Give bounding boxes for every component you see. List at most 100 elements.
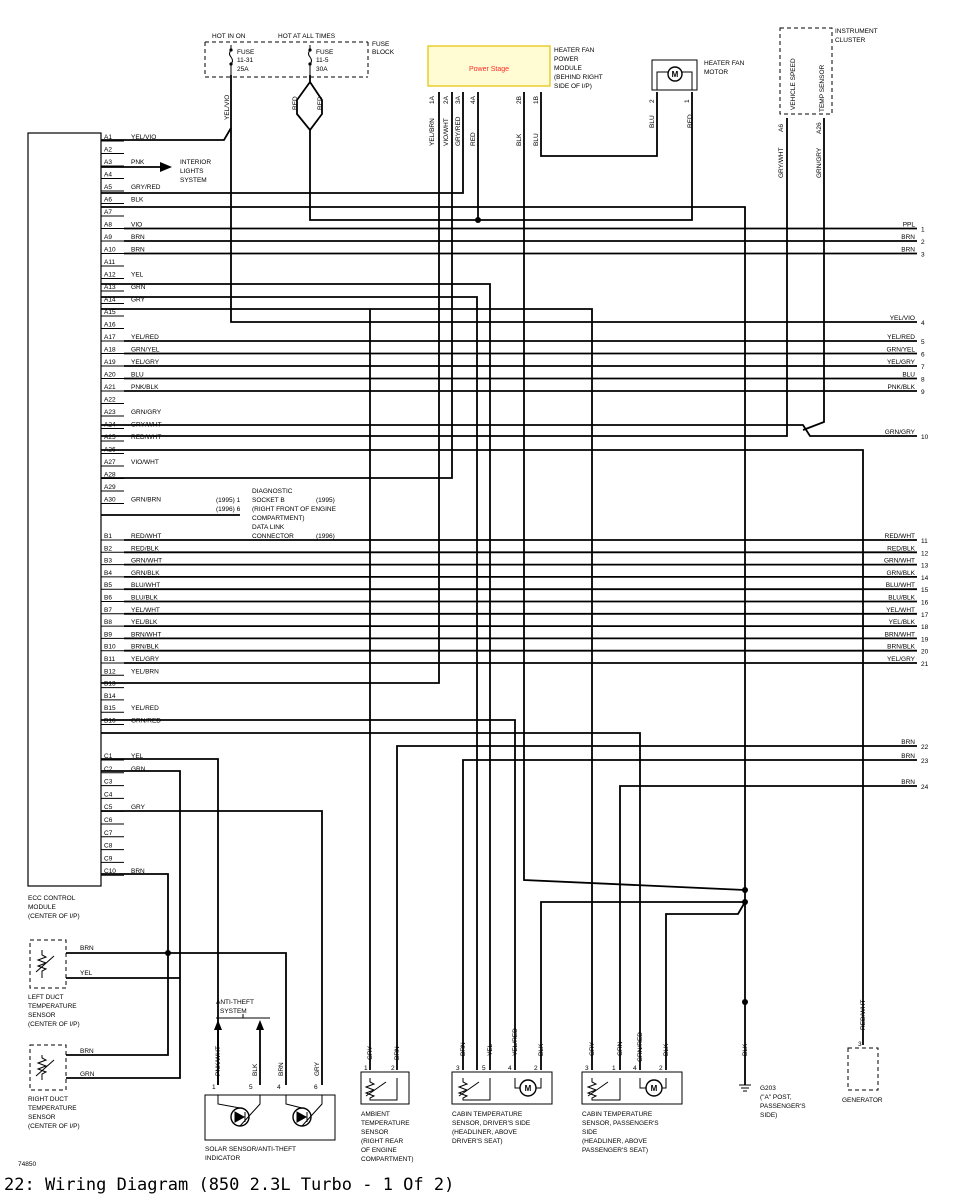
reference-wire-label: GRN/WHT xyxy=(884,558,915,565)
right-duct-wire-brn: BRN xyxy=(80,1048,94,1055)
power-stage-label: Power Stage xyxy=(469,66,509,73)
cabin-driver-title-2: SENSOR, DRIVER'S SIDE xyxy=(452,1120,531,1127)
power-module-title-2: POWER xyxy=(554,56,579,63)
ecc-pin-label: B9 xyxy=(104,631,112,638)
cluster-title-1: INSTRUMENT xyxy=(835,28,878,35)
cluster-wire-gry-wht: GRY/WHT xyxy=(778,147,785,178)
cabin-driver-wire-yel-red: YEL/RED xyxy=(512,1028,519,1056)
ecc-pin-wire-label: BRN xyxy=(131,247,145,254)
reference-number: 13 xyxy=(921,563,929,570)
ecc-pin-label: B3 xyxy=(104,558,112,565)
ecc-pin-label: C10 xyxy=(104,868,116,875)
ecc-pin-label: C9 xyxy=(104,855,113,862)
generator-wire: RED/WHT xyxy=(860,1000,867,1030)
ecc-pin-label: A12 xyxy=(104,272,116,279)
fuse-left-wire-label: YEL/VIO xyxy=(224,95,231,120)
reference-wire-label: GRN/GRY xyxy=(885,429,916,436)
ecc-pin-wire-label: GRN/BLK xyxy=(131,570,160,577)
power-stage-wire: GRY/RED xyxy=(455,116,462,146)
reference-number: 19 xyxy=(921,636,929,643)
cluster-title-2: CLUSTER xyxy=(835,37,866,44)
ecc-pin-label: A17 xyxy=(104,334,116,341)
power-module-title-1: HEATER FAN xyxy=(554,47,595,54)
ecc-pin-wire-label: BLU/WHT xyxy=(131,582,160,589)
ecc-module-title-1: ECC CONTROL xyxy=(28,895,76,902)
cabin-driver-pin-5: 5 xyxy=(482,1065,486,1072)
reference-number: 15 xyxy=(921,587,929,594)
reference-number: 14 xyxy=(921,575,929,582)
reference-wire-label: YEL/WHT xyxy=(886,607,915,614)
cabin-pass-wire-grn-red: GRN/RED xyxy=(637,1032,644,1062)
ecc-pin-label: B2 xyxy=(104,545,112,552)
cabin-pass-wire-blk: BLK xyxy=(663,1043,670,1056)
interior-lights-3: SYSTEM xyxy=(180,177,207,184)
wire-grn-gry-cluster xyxy=(101,118,917,437)
ecc-pin-label: A28 xyxy=(104,472,116,479)
ecc-pin-wire-label: YEL/VIO xyxy=(131,134,156,141)
ecc-pin-label: B16 xyxy=(104,718,116,725)
fuse-red-wire-label-a: RED xyxy=(292,96,299,110)
anti-theft-title-2: SYSTEM xyxy=(220,1008,247,1015)
wire-red-wht-a25 xyxy=(101,449,864,1045)
ground-symbol xyxy=(739,1075,751,1092)
cabin-pass-title-4: (HEADLINER, ABOVE xyxy=(582,1138,648,1145)
power-module-title-4: (BEHIND RIGHT xyxy=(554,74,603,81)
cabin-driver-motor-leads xyxy=(514,1078,542,1089)
ambient-title-6: COMPARTMENT) xyxy=(361,1156,413,1163)
ecc-pin-label: C3 xyxy=(104,779,113,786)
anti-theft-pin-6: 6 xyxy=(314,1084,318,1091)
hot-at-all-times-label: HOT AT ALL TIMES xyxy=(278,33,336,40)
anti-theft-wire-blk: BLK xyxy=(252,1063,259,1076)
ecc-pin-label: A23 xyxy=(104,409,116,416)
left-duct-thermistor xyxy=(35,950,55,978)
ecc-pin-label: B8 xyxy=(104,619,112,626)
interior-lights-arrow xyxy=(160,162,172,172)
ecc-pin-label: C6 xyxy=(104,817,113,824)
interior-lights-1: INTERIOR xyxy=(180,159,211,166)
cluster-pin-a6: A6 xyxy=(778,124,785,132)
ecc-pin-wire-label: BLU/BLK xyxy=(131,595,158,602)
ecc-pin-wire-label: VIO/WHT xyxy=(131,459,159,466)
ecc-pin-label: A25 xyxy=(104,434,116,441)
right-duct-wire-grn: GRN xyxy=(80,1071,95,1078)
ecc-pin-wire-label: GRN xyxy=(131,766,146,773)
fan-motor-m-letter: M xyxy=(672,70,679,79)
fuse1-top-terminal xyxy=(229,48,233,52)
ecc-pin-wire-label: GRN/WHT xyxy=(131,558,162,565)
ecc-pin-label: A2 xyxy=(104,147,112,154)
power-stage-pin: 1B xyxy=(533,96,540,104)
ecc-pin-label: A20 xyxy=(104,372,116,379)
solar-inner-leads xyxy=(217,1095,323,1127)
ecc-pin-label: A9 xyxy=(104,234,112,241)
reference-number: 2 xyxy=(921,239,925,246)
wire-brn-24 xyxy=(619,785,917,1070)
ecc-pin-label: A22 xyxy=(104,397,116,404)
wire-grn-a13 xyxy=(101,296,478,1070)
ecc-pin-label: A3 xyxy=(104,159,112,166)
fuse1-label-1: FUSE xyxy=(237,49,255,56)
reference-wire-label: RED/WHT xyxy=(885,533,915,540)
splice-ground-mid xyxy=(742,899,748,905)
ecc-pin-label: A18 xyxy=(104,347,116,354)
power-stage-pin: 4A xyxy=(470,95,477,104)
wire-blk-driver xyxy=(540,901,745,1070)
splice-ground-top xyxy=(742,887,748,893)
ecc-pin-label: B4 xyxy=(104,570,112,577)
ecc-pin-wire-label: BLU xyxy=(131,372,144,379)
fuse-block-title-1: FUSE xyxy=(372,41,390,48)
left-duct-title-2: TEMPERATURE xyxy=(28,1003,77,1010)
ecc-pin-label: A15 xyxy=(104,309,116,316)
ecc-pin-wire-label: YEL/RED xyxy=(131,705,159,712)
wire-blk-a6 xyxy=(101,206,746,1085)
reference-wire-label: YEL/RED xyxy=(887,334,915,341)
anti-theft-pin-5: 5 xyxy=(249,1084,253,1091)
cabin-pass-title-1: CABIN TEMPERATURE xyxy=(582,1111,653,1118)
ambient-wire-brn: BRN xyxy=(394,1046,401,1060)
caption: 22: Wiring Diagram (850 2.3L Turbo - 1 O… xyxy=(4,1175,454,1195)
reference-number: 23 xyxy=(921,758,929,765)
ecc-pin-wire-label: PNK xyxy=(131,159,145,166)
ecc-pin-label: A19 xyxy=(104,359,116,366)
wire-yel-vio-fuse xyxy=(101,75,232,141)
reference-number: 8 xyxy=(921,377,925,384)
